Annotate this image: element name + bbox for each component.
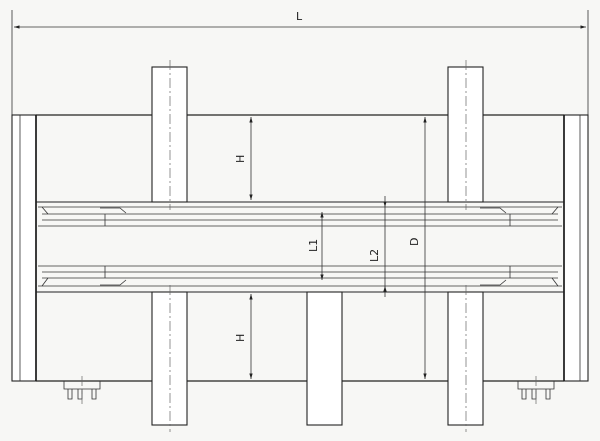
upper-inner-rail <box>38 206 562 227</box>
upper-height-dimension: H <box>234 117 253 200</box>
bottom-left-bracket <box>63 376 101 404</box>
label-height-lower: H <box>234 334 247 342</box>
lower-left-support <box>151 285 188 432</box>
left-end-flange <box>11 114 37 382</box>
lower-middle-support <box>306 291 343 426</box>
diameter-dimension: D <box>408 117 427 379</box>
lower-inner-rail <box>38 265 562 287</box>
lower-right-support <box>447 285 484 432</box>
l1-dimension: L1 <box>307 212 324 280</box>
label-l1: L1 <box>307 239 320 252</box>
label-overall-length: L <box>296 10 303 23</box>
upper-left-support <box>151 60 188 210</box>
upper-shell <box>36 114 564 203</box>
label-height-upper: H <box>234 155 247 163</box>
upper-right-support <box>447 60 484 210</box>
overall-length-dimension: L <box>11 10 589 115</box>
lower-height-dimension: H <box>234 294 253 379</box>
label-l2: L2 <box>368 249 381 262</box>
bottom-right-bracket <box>517 376 555 404</box>
lower-shell <box>36 291 564 382</box>
right-end-flange <box>563 114 589 382</box>
label-diameter: D <box>408 238 421 246</box>
l2-dimension: L2 <box>368 196 387 297</box>
